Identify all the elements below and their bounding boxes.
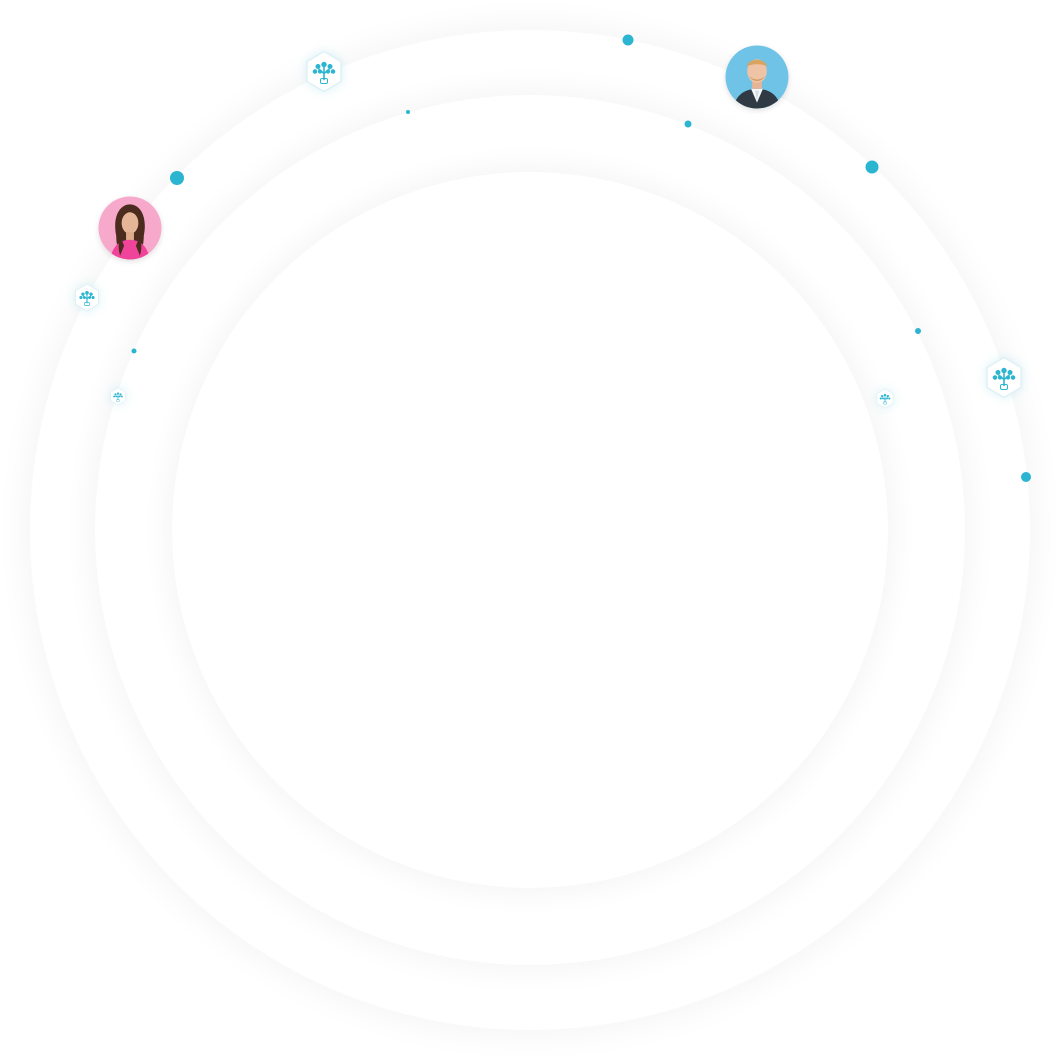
orbit-dot xyxy=(622,34,634,46)
tree-hexagon-icon xyxy=(74,283,101,318)
tree-hexagon-icon xyxy=(876,388,895,414)
orbit-dot xyxy=(915,328,921,334)
orbit-dot xyxy=(406,110,410,114)
tree-hexagon-icon xyxy=(984,356,1024,405)
orbit-dot xyxy=(865,160,879,174)
orbit-dot xyxy=(131,348,137,354)
orbit-dot xyxy=(170,171,184,185)
orbit-dot xyxy=(1021,472,1031,482)
inner-orbit-ring xyxy=(172,172,888,888)
avatar-man xyxy=(725,45,789,109)
tree-hexagon-icon xyxy=(304,50,344,99)
avatar-woman xyxy=(98,196,162,260)
tree-hexagon-icon xyxy=(110,387,127,411)
orbit-dot xyxy=(684,120,692,128)
